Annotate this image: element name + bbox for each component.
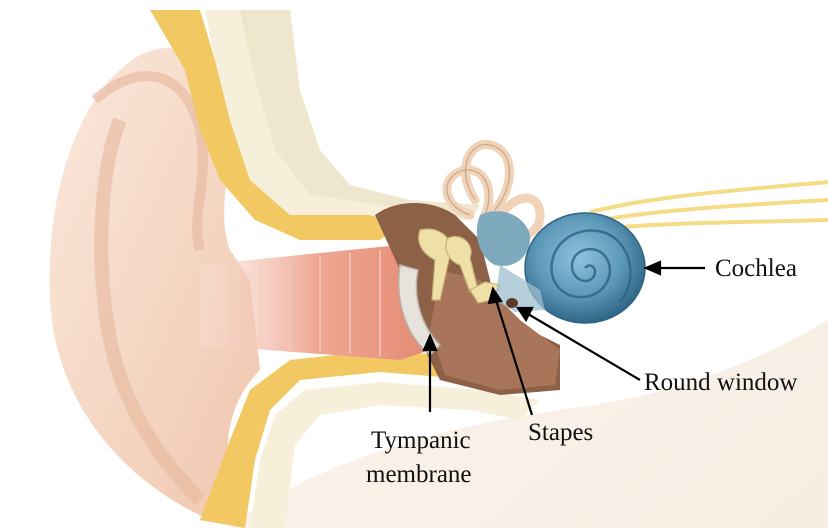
vestibule — [477, 211, 530, 266]
ear-canal — [200, 245, 430, 360]
label-tympanic-line2: membrane — [366, 460, 472, 490]
label-stapes: Stapes — [528, 418, 593, 448]
label-tympanic-line1: Tympanic — [371, 426, 471, 456]
label-round-window: Round window — [644, 368, 797, 398]
round-window-arrowhead — [518, 308, 532, 320]
cochlea-arrowhead — [646, 262, 660, 274]
label-cochlea: Cochlea — [715, 254, 797, 284]
auditory-nerve — [590, 182, 828, 228]
round-window-shape — [506, 298, 518, 308]
